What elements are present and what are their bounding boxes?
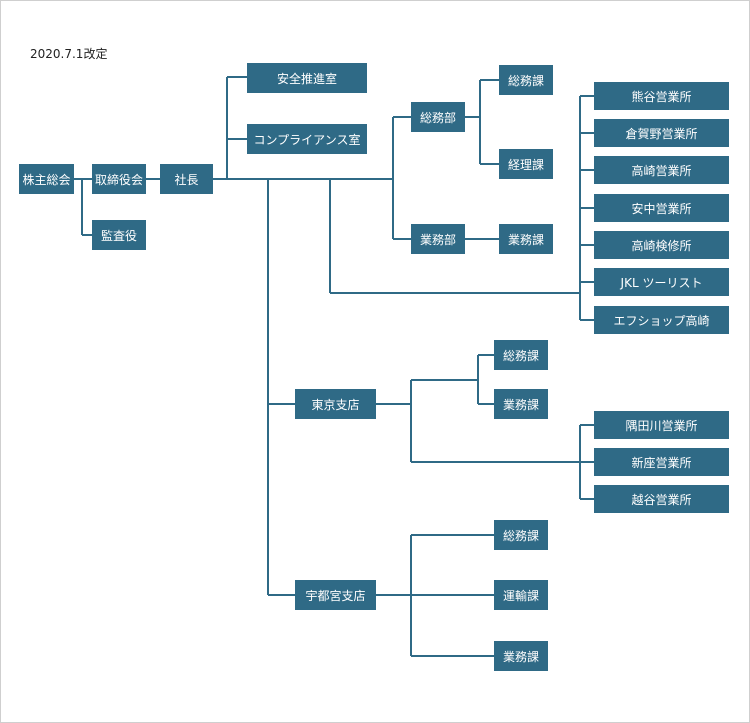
node-business-section: 業務課 [499, 224, 553, 254]
node-auditor: 監査役 [92, 220, 146, 250]
node-president: 社長 [160, 164, 213, 194]
node-safety-office: 安全推進室 [247, 63, 367, 93]
node-board: 取締役会 [92, 164, 146, 194]
node-utsunomiya-transport-section: 運輸課 [494, 580, 548, 610]
node-utsunomiya-branch: 宇都宮支店 [295, 580, 376, 610]
node-accounting-section: 経理課 [499, 149, 553, 179]
node-general-dept: 総務部 [411, 102, 465, 132]
node-kuragano-office: 倉賀野営業所 [594, 119, 729, 147]
node-takasaki-inspection: 高崎検修所 [594, 231, 729, 259]
revision-date: 2020.7.1改定 [30, 47, 108, 61]
node-tokyo-business-section: 業務課 [494, 389, 548, 419]
node-niiza-office: 新座営業所 [594, 448, 729, 476]
node-kumagaya-office: 熊谷営業所 [594, 82, 729, 110]
node-shareholders: 株主総会 [19, 164, 74, 194]
node-takasaki-sales-office: 高崎営業所 [594, 156, 729, 184]
node-compliance-office: コンプライアンス室 [247, 124, 367, 154]
node-f-shop-takasaki: エフショップ高崎 [594, 306, 729, 334]
node-business-dept: 業務部 [411, 224, 465, 254]
node-jkl-tourist: JKL ツーリスト [594, 268, 729, 296]
node-general-section: 総務課 [499, 65, 553, 95]
node-sumidagawa-office: 隅田川営業所 [594, 411, 729, 439]
node-utsunomiya-business-section: 業務課 [494, 641, 548, 671]
node-koshigaya-office: 越谷営業所 [594, 485, 729, 513]
node-utsunomiya-general-section: 総務課 [494, 520, 548, 550]
node-annaka-office: 安中営業所 [594, 194, 729, 222]
node-tokyo-branch: 東京支店 [295, 389, 376, 419]
node-tokyo-general-section: 総務課 [494, 340, 548, 370]
